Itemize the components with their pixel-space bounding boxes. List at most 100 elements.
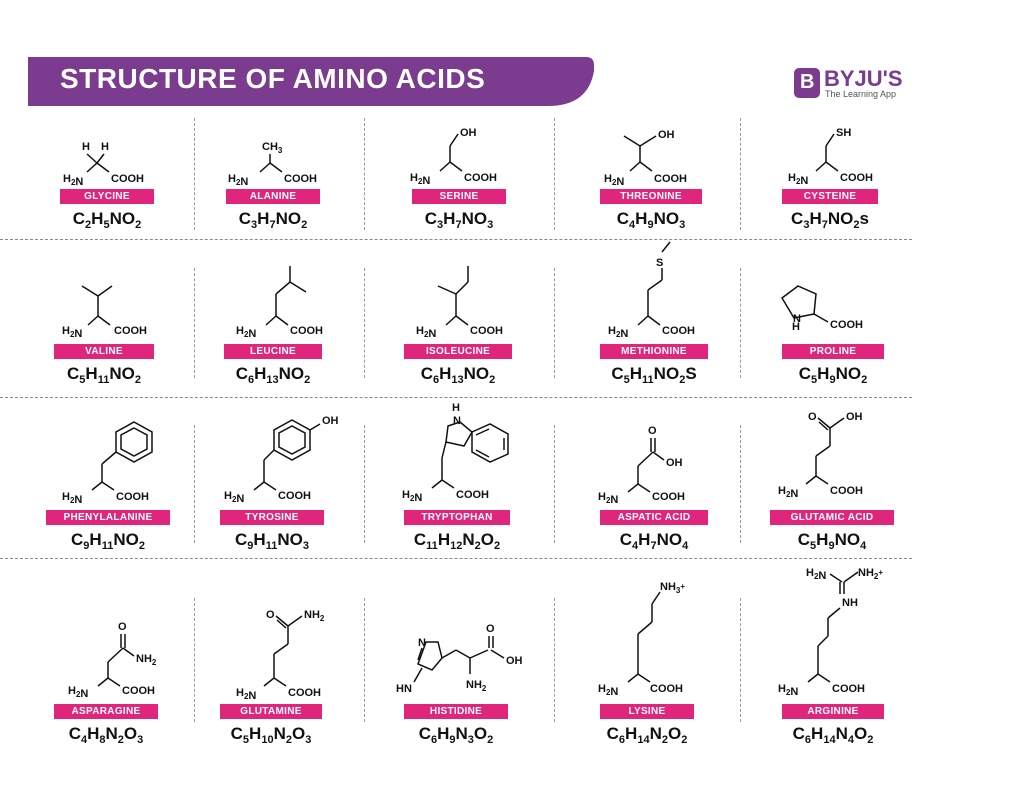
molecular-formula: C11H12N2O2 <box>413 530 501 552</box>
svg-text:COOH: COOH <box>650 683 683 695</box>
logo-tagline: The Learning App <box>825 89 897 99</box>
column-divider <box>740 598 741 722</box>
column-divider <box>554 268 555 378</box>
arginine-structure: H2N NH2+ NH H2N COOH <box>778 567 883 698</box>
page-title: STRUCTURE OF AMINO ACIDS <box>60 63 486 94</box>
molecular-formula: C5H9NO4 <box>797 530 867 552</box>
molecular-formula: C6H9N3O2 <box>418 724 494 746</box>
svg-text:NH3+: NH3+ <box>660 581 685 595</box>
svg-text:OH: OH <box>506 655 523 667</box>
svg-text:O: O <box>648 425 657 437</box>
column-divider <box>194 268 195 378</box>
byjus-logo: B BYJU'S The Learning App <box>794 66 934 102</box>
amino-acid-label: LEUCINE <box>224 344 322 359</box>
svg-text:S: S <box>656 257 663 269</box>
amino-acid-label: VALINE <box>54 344 154 359</box>
svg-text:H: H <box>792 321 800 333</box>
column-divider <box>364 268 365 378</box>
amino-acid-label: ASPATIC ACID <box>600 510 708 525</box>
molecular-formula: C6H13NO2 <box>420 364 496 386</box>
molecular-formula: C5H11NO2S <box>611 364 697 386</box>
svg-text:H2N: H2N <box>788 172 808 187</box>
column-divider <box>364 598 365 722</box>
molecular-formula: C4H8N2O3 <box>68 724 144 746</box>
svg-text:H2N: H2N <box>402 489 422 504</box>
molecular-formula: C6H14N2O2 <box>606 724 688 746</box>
svg-text:NH2: NH2 <box>136 653 157 667</box>
amino-acid-label: ARGININE <box>782 704 884 719</box>
column-divider <box>740 268 741 378</box>
svg-text:O: O <box>486 623 495 635</box>
svg-text:COOH: COOH <box>840 172 873 184</box>
asparagine-structure: O NH2 H2N COOH <box>68 621 157 700</box>
svg-text:COOH: COOH <box>464 172 497 184</box>
svg-text:COOH: COOH <box>832 683 865 695</box>
svg-text:COOH: COOH <box>288 687 321 699</box>
serine-structure: OH H2N COOH <box>410 127 497 187</box>
molecular-formula: C9H11NO2 <box>71 530 145 552</box>
valine-structure: H2N COOH <box>62 285 147 340</box>
column-divider <box>554 118 555 230</box>
amino-acid-label: ASPARAGINE <box>54 704 158 719</box>
svg-text:H2N: H2N <box>236 325 256 340</box>
column-divider <box>364 118 365 230</box>
svg-text:COOH: COOH <box>654 173 687 185</box>
column-divider <box>194 118 195 230</box>
molecular-formula: C6H14N4O2 <box>792 724 874 746</box>
svg-text:H2N: H2N <box>63 173 83 188</box>
svg-text:H: H <box>101 141 109 153</box>
svg-text:COOH: COOH <box>290 325 323 337</box>
molecular-formula: C5H9NO2 <box>798 364 868 386</box>
row-divider <box>0 558 912 559</box>
svg-text:H2N: H2N <box>608 325 628 340</box>
amino-acid-label: ALANINE <box>226 189 320 204</box>
glutamine-structure: O NH2 H2N COOH <box>236 609 325 702</box>
svg-text:H2N: H2N <box>224 490 244 505</box>
tyrosine-structure: OH H2N COOH <box>224 415 339 505</box>
amino-acid-label: ISOLEUCINE <box>404 344 512 359</box>
svg-text:OH: OH <box>460 127 477 139</box>
svg-text:OH: OH <box>322 415 339 427</box>
svg-text:O: O <box>808 411 817 423</box>
column-divider <box>554 425 555 543</box>
amino-acid-label: GLUTAMIC ACID <box>770 510 894 525</box>
molecular-formula: C3H7NO2s <box>791 209 869 231</box>
svg-text:OH: OH <box>658 129 675 141</box>
row-divider <box>0 397 912 398</box>
svg-text:H2N: H2N <box>806 567 826 582</box>
svg-text:OH: OH <box>666 457 683 469</box>
amino-acid-label: TRYPTOPHAN <box>404 510 510 525</box>
svg-text:H2N: H2N <box>416 325 436 340</box>
svg-text:COOH: COOH <box>662 325 695 337</box>
tryptophan-structure: H N H2N COOH <box>402 402 509 504</box>
svg-text:H: H <box>82 141 90 153</box>
svg-text:H2N: H2N <box>62 491 82 506</box>
svg-text:NH2: NH2 <box>304 609 325 623</box>
cysteine-structure: SH H2N COOH <box>788 127 873 187</box>
svg-text:H2N: H2N <box>68 685 88 700</box>
logo-name: BYJU'S <box>824 66 903 91</box>
threonine-structure: OH H2N COOH <box>604 129 687 188</box>
svg-text:O: O <box>266 609 275 621</box>
column-divider <box>194 425 195 543</box>
svg-text:H2N: H2N <box>598 683 618 698</box>
amino-acid-label: THREONINE <box>600 189 702 204</box>
svg-text:COOH: COOH <box>111 173 144 185</box>
svg-text:H2N: H2N <box>778 485 798 500</box>
lysine-structure: NH3+ H2N COOH <box>598 581 685 698</box>
svg-text:H2N: H2N <box>410 172 430 187</box>
svg-text:NH2+: NH2+ <box>858 567 883 581</box>
svg-text:NH: NH <box>842 597 858 609</box>
svg-text:COOH: COOH <box>278 490 311 502</box>
svg-text:N: N <box>418 637 426 649</box>
svg-text:COOH: COOH <box>456 489 489 501</box>
molecular-formula: C5H11NO2 <box>67 364 141 386</box>
svg-text:H2N: H2N <box>778 683 798 698</box>
logo-mark: B <box>794 68 820 98</box>
amino-acid-label: LYSINE <box>600 704 694 719</box>
svg-text:O: O <box>118 621 127 633</box>
svg-text:H2N: H2N <box>62 325 82 340</box>
amino-acid-label: PHENYLALANINE <box>46 510 170 525</box>
svg-text:HN: HN <box>396 683 412 695</box>
phenylalanine-structure: H2N COOH <box>62 421 153 506</box>
